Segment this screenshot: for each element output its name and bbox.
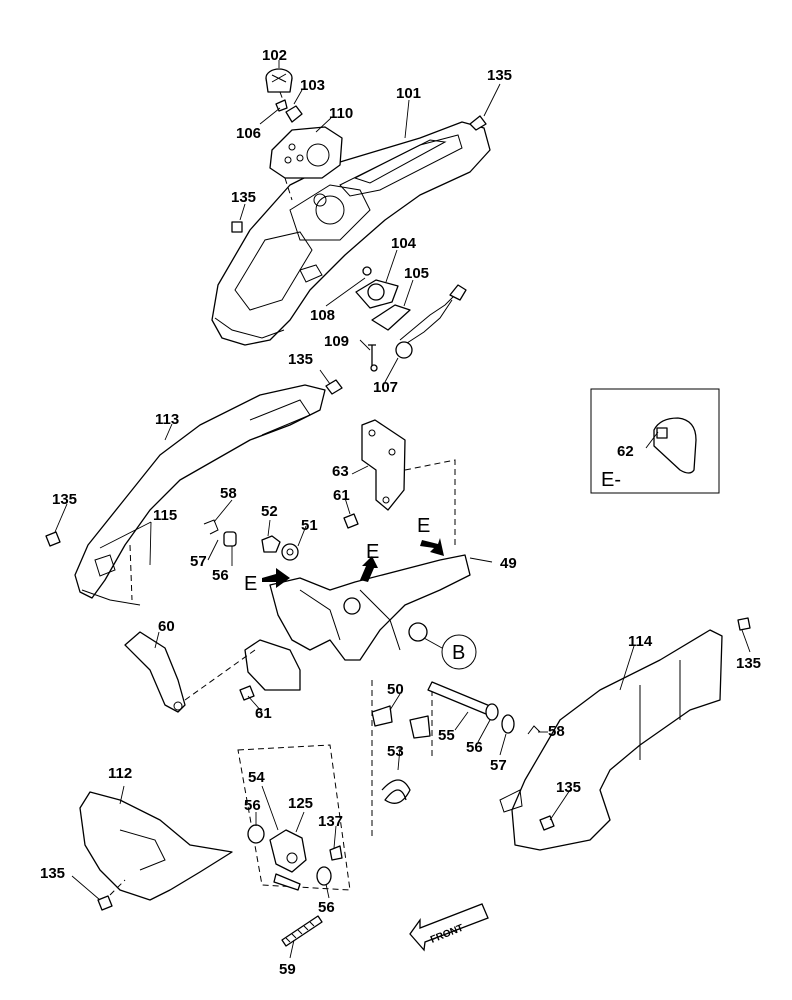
label-55: 55 [438,727,455,744]
switch-assembly [355,266,467,372]
front-arrow: FRONT [409,903,489,952]
label-107: 107 [373,379,398,396]
knob [265,68,303,123]
label-54: 54 [248,769,265,786]
label-57-left: 57 [190,553,207,570]
label-106: 106 [236,125,261,142]
pedal-group [237,744,351,947]
label-61-top: 61 [333,487,350,504]
marker-b: B [452,642,465,664]
e-arrows [262,538,444,588]
label-135-bottom: 135 [40,865,65,882]
label-58-shaft: 58 [548,723,565,740]
label-105: 105 [404,265,429,282]
bracket-60 [124,631,256,713]
label-125: 125 [288,795,313,812]
label-112: 112 [108,765,132,782]
marker-e-right: E [417,515,430,537]
console-cover [211,121,491,346]
label-59: 59 [279,961,296,978]
marker-e-left: E [244,573,257,595]
label-56-left: 56 [212,567,229,584]
label-135-cover: 135 [556,779,581,796]
label-114: 114 [628,633,653,650]
part-labels: 102 103 106 110 101 135 135 104 105 108 … [40,47,761,978]
label-50: 50 [387,681,404,698]
left-side-cover [74,384,326,606]
label-57-shaft: 57 [490,757,507,774]
right-side-cover [499,629,723,851]
label-102: 102 [262,47,287,64]
spring-group [371,680,433,840]
label-58-left: 58 [220,485,237,502]
front-arrow-text: FRONT [429,923,465,946]
label-109: 109 [324,333,349,350]
label-135-console: 135 [231,189,256,206]
switch-panel [269,126,343,201]
label-52: 52 [261,503,278,520]
label-110: 110 [329,105,353,122]
label-56-pedal: 56 [244,797,261,814]
inset-box [590,388,720,494]
label-56-shaft: 56 [466,739,483,756]
main-frame [244,554,471,691]
inset-caption: E- [601,469,621,491]
marker-e-center: E [366,541,379,563]
label-135-right: 135 [736,655,761,672]
label-113: 113 [155,411,179,428]
label-135-left: 135 [52,491,77,508]
reference-markers: E E E B E- [244,469,621,664]
label-61-bottom: 61 [255,705,272,722]
label-115: 115 [153,507,177,524]
lower-cover [79,791,233,901]
label-49: 49 [500,555,517,572]
label-60: 60 [158,618,175,635]
label-108: 108 [310,307,335,324]
bracket-63 [361,419,456,545]
label-135-top: 135 [487,67,512,84]
label-135-side: 135 [288,351,313,368]
label-62: 62 [617,443,634,460]
shaft [427,681,541,735]
washers-left [203,519,299,561]
label-63: 63 [332,463,349,480]
leader-lines [54,60,751,959]
label-137: 137 [318,813,343,830]
b-reference-circle [441,634,477,670]
label-103: 103 [300,77,325,94]
label-56-lower: 56 [318,899,335,916]
label-53: 53 [387,743,404,760]
label-101: 101 [396,85,421,102]
label-51: 51 [301,517,318,534]
label-104: 104 [391,235,417,252]
